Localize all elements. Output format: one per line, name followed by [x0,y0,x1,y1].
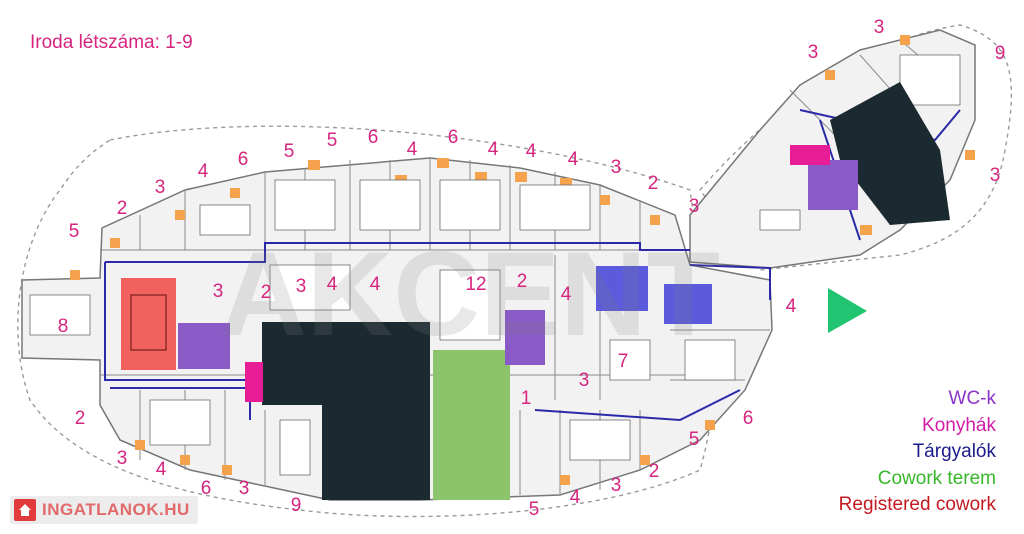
office-count: 9 [291,495,302,516]
office-count: 5 [327,130,338,151]
office-count: 6 [201,478,212,499]
office-count: 3 [611,157,622,178]
office-count: 9 [995,43,1006,64]
office-count: 4 [327,274,338,295]
watermark: AKCENT [220,227,720,361]
office-count: 2 [648,173,659,194]
office-count: 4 [407,139,418,160]
office-count: 3 [213,281,224,302]
office-count: 4 [370,274,381,295]
office-count: 6 [743,408,754,429]
office-count: 3 [874,17,885,38]
office-count: 4 [488,139,499,160]
office-count: 2 [261,282,272,303]
office-count: 5 [284,141,295,162]
office-count: 6 [368,127,379,148]
office-count: 3 [296,276,307,297]
legend-item-registered-cowork: Registered cowork [838,494,996,515]
door-markers [70,35,975,485]
office-count: 3 [808,42,819,63]
cowork-room-area [433,350,510,500]
house-icon [14,499,36,521]
office-count: 6 [448,127,459,148]
kitchen-areas [245,145,830,402]
site-logo[interactable]: INGATLANOK.HU [10,496,198,524]
office-count: 5 [689,429,700,450]
office-count: 7 [618,351,629,372]
legend-item-meeting-room: Tárgyalók [912,441,996,462]
entrance-arrow [828,288,867,333]
office-count: 8 [58,316,69,337]
office-count: 2 [75,408,86,429]
core-wing [830,82,950,225]
office-count: 5 [529,499,540,520]
office-count: 2 [649,461,660,482]
office-count: 5 [69,221,80,242]
desks [29,54,961,476]
office-count: 3 [155,177,166,198]
logo-text: INGATLANOK.HU [42,500,190,519]
office-count: 4 [570,487,581,508]
office-count: 3 [990,165,1001,186]
office-count: 4 [786,296,797,317]
office-count: 4 [526,141,537,162]
legend-item-cowork-room: Cowork terem [877,467,996,489]
office-count: 12 [465,274,486,295]
page-title: Iroda létszáma: 1-9 [30,32,193,53]
legend: WC-k Konyhák Tárgyalók Cowork terem Regi… [839,386,996,519]
office-count: 3 [689,196,700,217]
wc-areas [178,160,858,369]
office-count: 3 [611,475,622,496]
registered-cowork-area [121,278,176,370]
core-central [262,322,430,500]
office-count: 6 [238,149,249,170]
office-count: 3 [117,448,128,469]
office-count: 2 [517,271,528,292]
office-count: 3 [239,478,250,499]
office-count: 4 [568,149,579,170]
office-count: 3 [579,370,590,391]
meeting-room-areas [596,266,712,324]
office-count: 4 [198,161,209,182]
legend-item-wc: WC-k [948,388,996,409]
office-count: 4 [156,459,167,480]
legend-item-kitchen: Konyhák [922,414,996,436]
office-count: 2 [117,198,128,219]
office-count: 4 [561,284,572,305]
office-count: 1 [521,388,532,409]
